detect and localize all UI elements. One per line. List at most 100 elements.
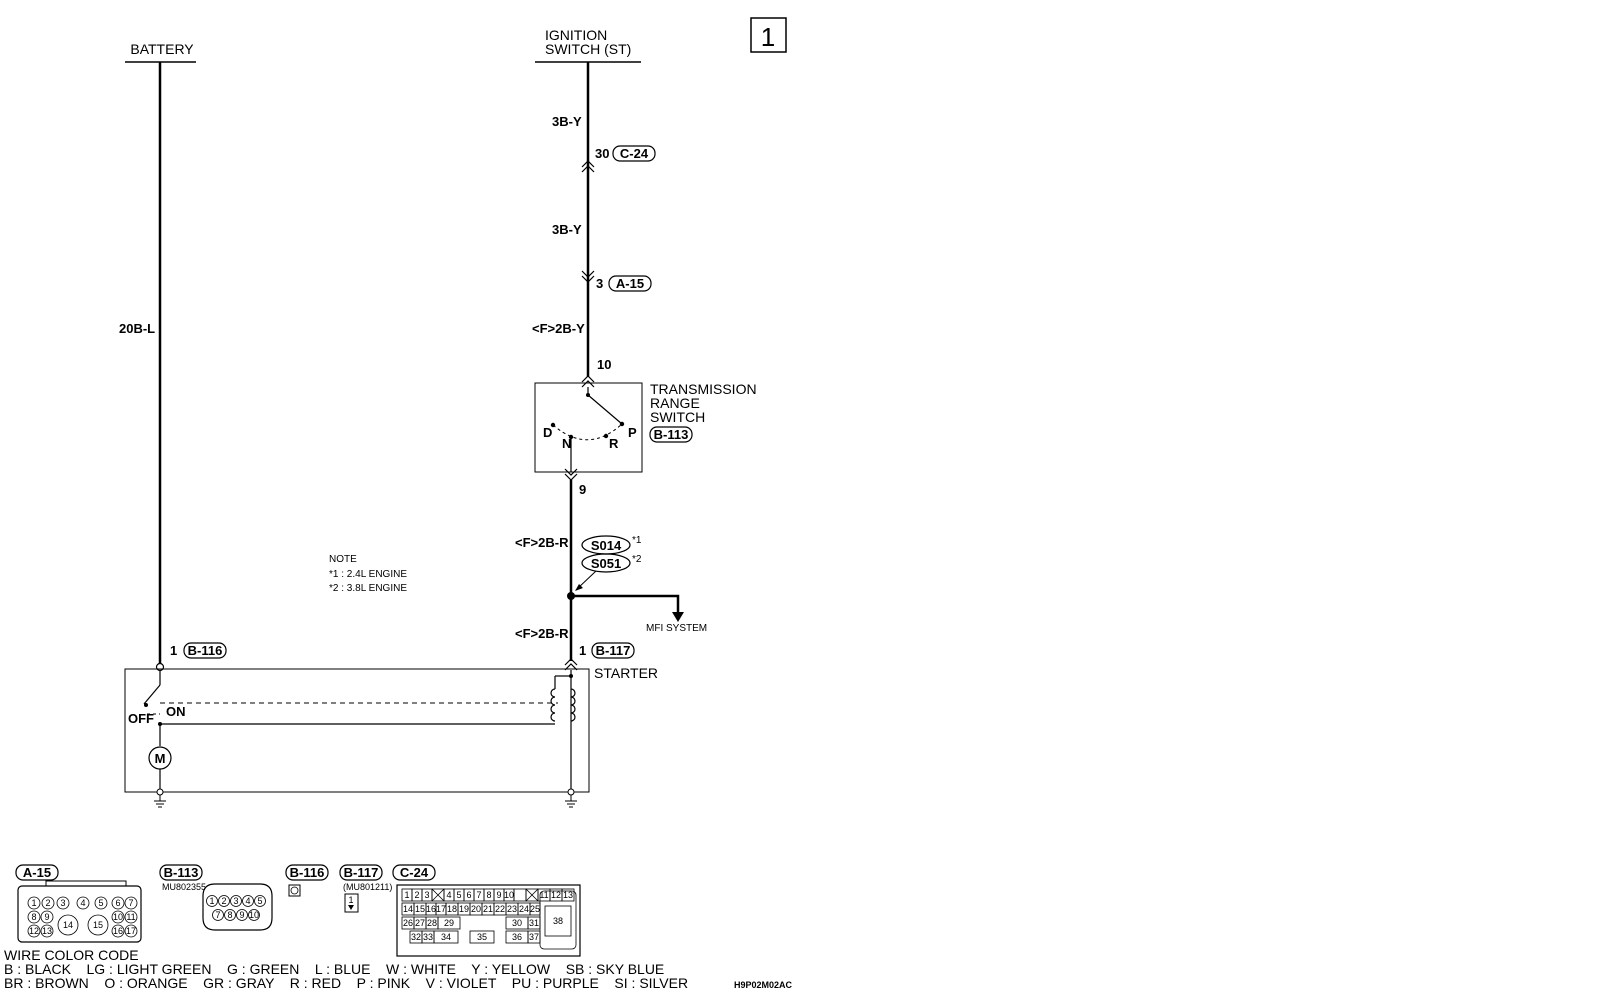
svg-text:13: 13 (563, 890, 573, 900)
page-number: 1 (761, 22, 775, 52)
svg-text:6: 6 (115, 898, 120, 908)
splice-s014: S014 (591, 538, 622, 553)
svg-text:24: 24 (519, 904, 529, 914)
svg-text:2: 2 (45, 898, 50, 908)
legend-b113-part: MU802355 (162, 882, 206, 892)
svg-text:27: 27 (415, 918, 425, 928)
svg-text:37: 37 (529, 932, 539, 942)
wire-color-code-row-1: B : BLACK LG : LIGHT GREEN G : GREEN L :… (4, 961, 664, 977)
svg-text:33: 33 (423, 932, 433, 942)
svg-text:2: 2 (221, 896, 226, 906)
legend-a15-tag: A-15 (23, 865, 51, 880)
b113-connector-tag: B-113 (654, 427, 689, 442)
svg-text:11: 11 (126, 912, 135, 922)
svg-text:29: 29 (444, 918, 454, 928)
svg-text:1: 1 (209, 896, 214, 906)
svg-text:23: 23 (507, 904, 517, 914)
b117-connector-tag: B-117 (596, 643, 631, 658)
svg-text:1: 1 (348, 895, 353, 905)
note-line-1: *1 : 2.4L ENGINE (329, 569, 407, 580)
svg-text:31: 31 (529, 918, 539, 928)
coil-1-icon (550, 688, 556, 722)
svg-text:38: 38 (553, 916, 563, 926)
trs-pos-r: R (609, 436, 619, 451)
trs-label-2: RANGE (650, 395, 700, 411)
ignition-label-2: SWITCH (ST) (545, 41, 631, 57)
starter-on-label: ON (166, 704, 186, 719)
svg-text:30: 30 (512, 918, 522, 928)
svg-text:1: 1 (404, 890, 409, 900)
a15-connector-tag: A-15 (616, 276, 644, 291)
trs-pos-d: D (543, 425, 552, 440)
trs-out-pin: 9 (579, 482, 586, 497)
svg-text:8: 8 (486, 890, 491, 900)
b117-connector-face: 1 (344, 893, 359, 913)
svg-text:26: 26 (403, 918, 413, 928)
legend-c24-tag: C-24 (400, 865, 429, 880)
wire-color-code-title: WIRE COLOR CODE (4, 947, 139, 963)
wire-label-5: <F>2B-R (515, 626, 569, 641)
svg-text:15: 15 (415, 904, 425, 914)
svg-text:5: 5 (456, 890, 461, 900)
transmission-range-switch: D N R P (534, 375, 643, 481)
svg-text:11: 11 (539, 890, 548, 900)
svg-text:4: 4 (446, 890, 451, 900)
motor-label: M (155, 751, 166, 766)
wire-label-1: 3B-Y (552, 114, 582, 129)
svg-text:21: 21 (483, 904, 493, 914)
battery-wire-label: 20B-L (119, 321, 155, 336)
ignition-label-1: IGNITION (545, 27, 607, 43)
wire-label-4: <F>2B-R (515, 535, 569, 550)
svg-text:8: 8 (227, 910, 232, 920)
b117-pin: 1 (579, 643, 586, 658)
b116-connector-face (288, 884, 301, 897)
svg-text:28: 28 (427, 918, 437, 928)
svg-text:17: 17 (436, 904, 446, 914)
mfi-system-label: MFI SYSTEM (646, 623, 707, 634)
svg-text:25: 25 (530, 904, 540, 914)
svg-text:4: 4 (245, 896, 250, 906)
svg-text:12: 12 (551, 890, 561, 900)
trs-pos-p: P (628, 425, 637, 440)
note-title: NOTE (329, 554, 357, 565)
note-line-2: *2 : 3.8L ENGINE (329, 583, 407, 594)
svg-text:3: 3 (60, 898, 65, 908)
c24-connector-tag: C-24 (620, 146, 649, 161)
svg-text:3: 3 (424, 890, 429, 900)
svg-text:10: 10 (113, 912, 123, 922)
svg-text:14: 14 (63, 920, 73, 930)
c24-pin: 30 (595, 146, 609, 161)
svg-text:9: 9 (496, 890, 501, 900)
starter-assembly: OFF ON M (124, 658, 590, 808)
svg-text:17: 17 (126, 926, 136, 936)
legend-b116-tag: B-116 (290, 865, 325, 880)
coil-2-icon (570, 688, 576, 722)
a15-connector-face: 1 2 3 4 5 6 7 8 9 10 11 12 13 14 15 16 1… (17, 880, 142, 943)
svg-text:12: 12 (29, 926, 39, 936)
svg-text:20: 20 (471, 904, 481, 914)
svg-text:5: 5 (98, 898, 103, 908)
splice-s051: S051 (591, 556, 621, 571)
wire-color-code-row-2: BR : BROWN O : ORANGE GR : GRAY R : RED … (4, 975, 688, 991)
svg-text:9: 9 (239, 910, 244, 920)
svg-text:16: 16 (113, 926, 123, 936)
legend-b117-part: (MU801211) (343, 882, 392, 892)
starter-label: STARTER (594, 665, 658, 681)
svg-text:7: 7 (476, 890, 481, 900)
svg-text:6: 6 (466, 890, 471, 900)
svg-text:1: 1 (31, 898, 36, 908)
splice-s051-note: *2 (632, 554, 642, 565)
svg-text:34: 34 (441, 932, 451, 942)
svg-text:15: 15 (93, 920, 103, 930)
svg-text:3: 3 (233, 896, 238, 906)
wire-label-2: 3B-Y (552, 222, 582, 237)
svg-text:10: 10 (504, 890, 514, 900)
legend-b113-tag: B-113 (164, 865, 199, 880)
svg-text:22: 22 (495, 904, 505, 914)
b116-pin: 1 (170, 643, 177, 658)
svg-text:32: 32 (411, 932, 421, 942)
svg-text:14: 14 (403, 904, 413, 914)
svg-text:7: 7 (215, 910, 220, 920)
